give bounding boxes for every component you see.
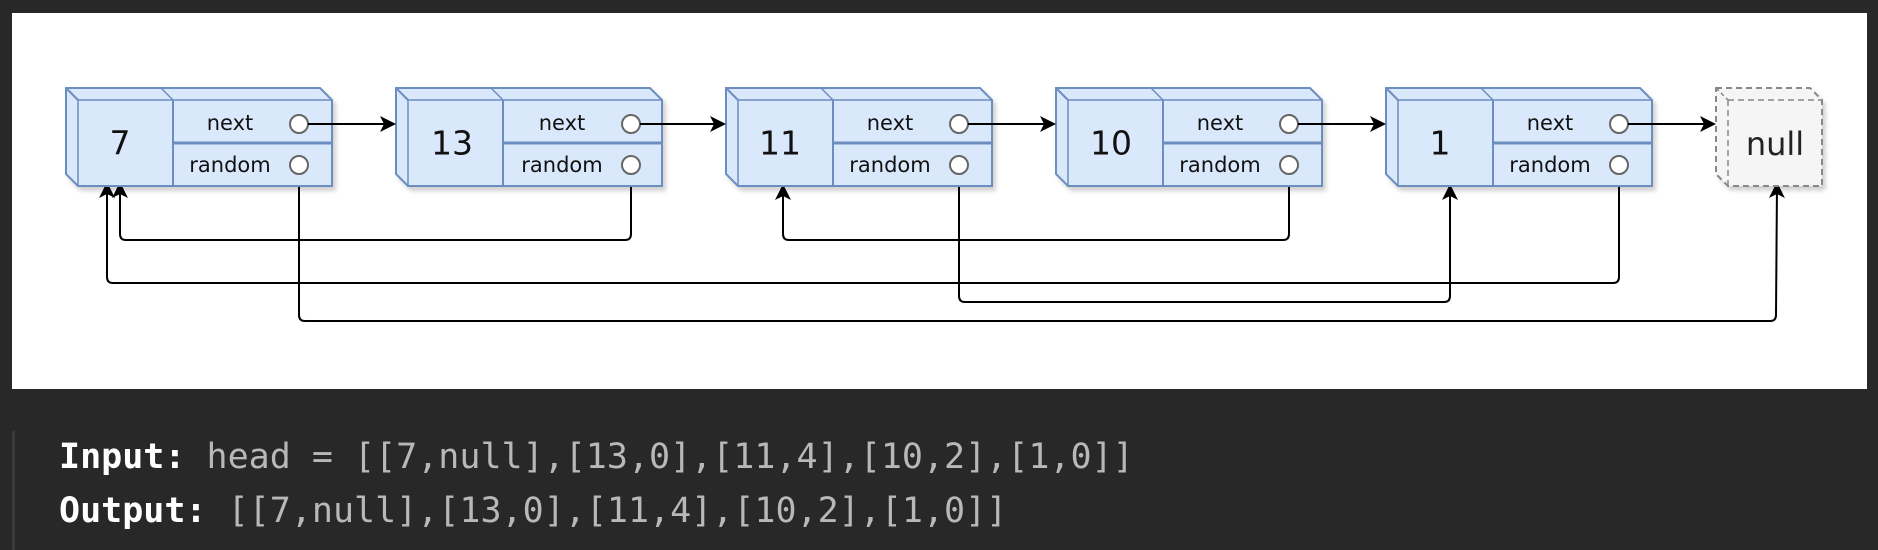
random-edges [99,169,1785,322]
node-value: 13 [431,124,473,163]
next-port [1279,114,1299,134]
next-field-label: next [1527,111,1574,135]
input-line: Input: head = [[7,null],[13,0],[11,4],[1… [59,431,1134,483]
random-port [621,155,641,175]
random-edge-node-7-to-null [298,169,1785,322]
random-edge-node-1-to-node-7 [99,169,1620,284]
node-value: 10 [1090,124,1132,163]
list-node-11 [725,87,993,187]
node-value: 7 [110,124,131,163]
list-node-10 [1055,87,1323,187]
next-port [289,114,309,134]
next-field-label: next [207,111,254,135]
next-port [621,114,641,134]
output-value: [[7,null],[13,0],[11,4],[10,2],[1,0]] [227,491,1008,531]
random-field-label: random [521,153,602,177]
next-port [949,114,969,134]
linked-list-diagram: 7 next random 13 next random [12,13,1867,389]
list-node-13 [395,87,663,187]
next-port [1609,114,1629,134]
random-port [289,155,309,175]
null-label: null [1746,125,1804,163]
list-node-7 [65,87,333,187]
random-edge-node-11-to-node-1 [958,169,1458,303]
random-field-label: random [1509,153,1590,177]
output-line: Output: [[7,null],[13,0],[11,4],[10,2],[… [59,485,1007,537]
next-field-label: next [1197,111,1244,135]
random-field-label: random [189,153,270,177]
random-edge-node-13-to-node-7 [112,169,632,241]
node-value: 1 [1430,124,1451,163]
random-field-label: random [849,153,930,177]
next-field-label: next [867,111,914,135]
random-port [1609,155,1629,175]
next-field-label: next [539,111,586,135]
list-node-1 [1385,87,1653,187]
null-node [1715,87,1823,187]
random-field-label: random [1179,153,1260,177]
random-edge-node-10-to-node-11 [775,169,1290,241]
example-block: Input: head = [[7,null],[13,0],[11,4],[1… [12,431,1855,550]
node-value: 11 [759,124,801,163]
diagram-canvas: 7 next random 13 next random [65,87,1823,322]
random-port [1279,155,1299,175]
random-port [949,155,969,175]
input-label: Input: [59,437,186,477]
output-label: Output: [59,491,207,531]
input-value: head = [[7,null],[13,0],[11,4],[10,2],[1… [206,437,1134,477]
